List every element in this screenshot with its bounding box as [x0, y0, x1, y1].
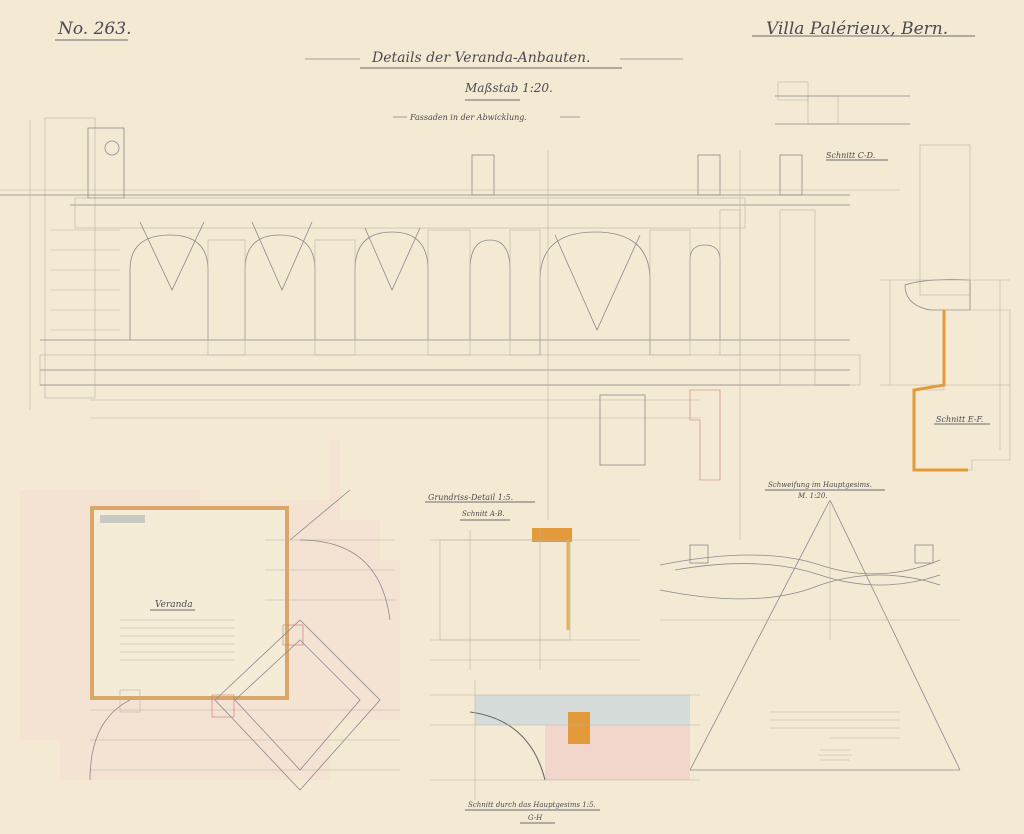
facade-elevation	[0, 117, 900, 540]
section-cd-label: Schnitt C-D.	[826, 151, 875, 160]
project-title: Villa Palérieux, Bern.	[766, 19, 948, 39]
veranda-floor-plan: Veranda	[20, 440, 400, 791]
curve-title: Schweifung im Hauptgesims.	[768, 481, 872, 489]
sheet-number: No. 263.	[57, 19, 131, 39]
facade-label: Fassaden in der Abwicklung.	[409, 113, 527, 122]
section-ab-label: Schnitt A-B.	[462, 510, 505, 518]
plan-detail: Grundriss-Detail 1:5. Schnitt A-B.	[425, 493, 640, 670]
cornice-section-label: Schnitt durch das Hauptgesims 1:5.	[468, 801, 596, 809]
curve-scale: M. 1:20.	[797, 492, 828, 500]
stamp	[818, 749, 852, 761]
section-ef: Schnitt E-F.	[880, 144, 1011, 472]
plan-detail-label: Grundriss-Detail 1:5.	[428, 493, 513, 502]
scale-label: Maßstab 1:20.	[464, 81, 553, 95]
cornice-gh-label: G-H	[528, 814, 543, 822]
section-cd: Schnitt C-D.	[775, 81, 910, 161]
cornice-curve-elevation: Schweifung im Hauptgesims. M. 1:20.	[659, 481, 961, 771]
cornice-section: Schnitt durch das Hauptgesims 1:5. G-H	[430, 680, 700, 824]
drawing-title: Details der Veranda-Anbauten.	[371, 50, 591, 66]
veranda-label: Veranda	[155, 600, 193, 610]
section-ef-label: Schnitt E-F.	[936, 415, 983, 424]
